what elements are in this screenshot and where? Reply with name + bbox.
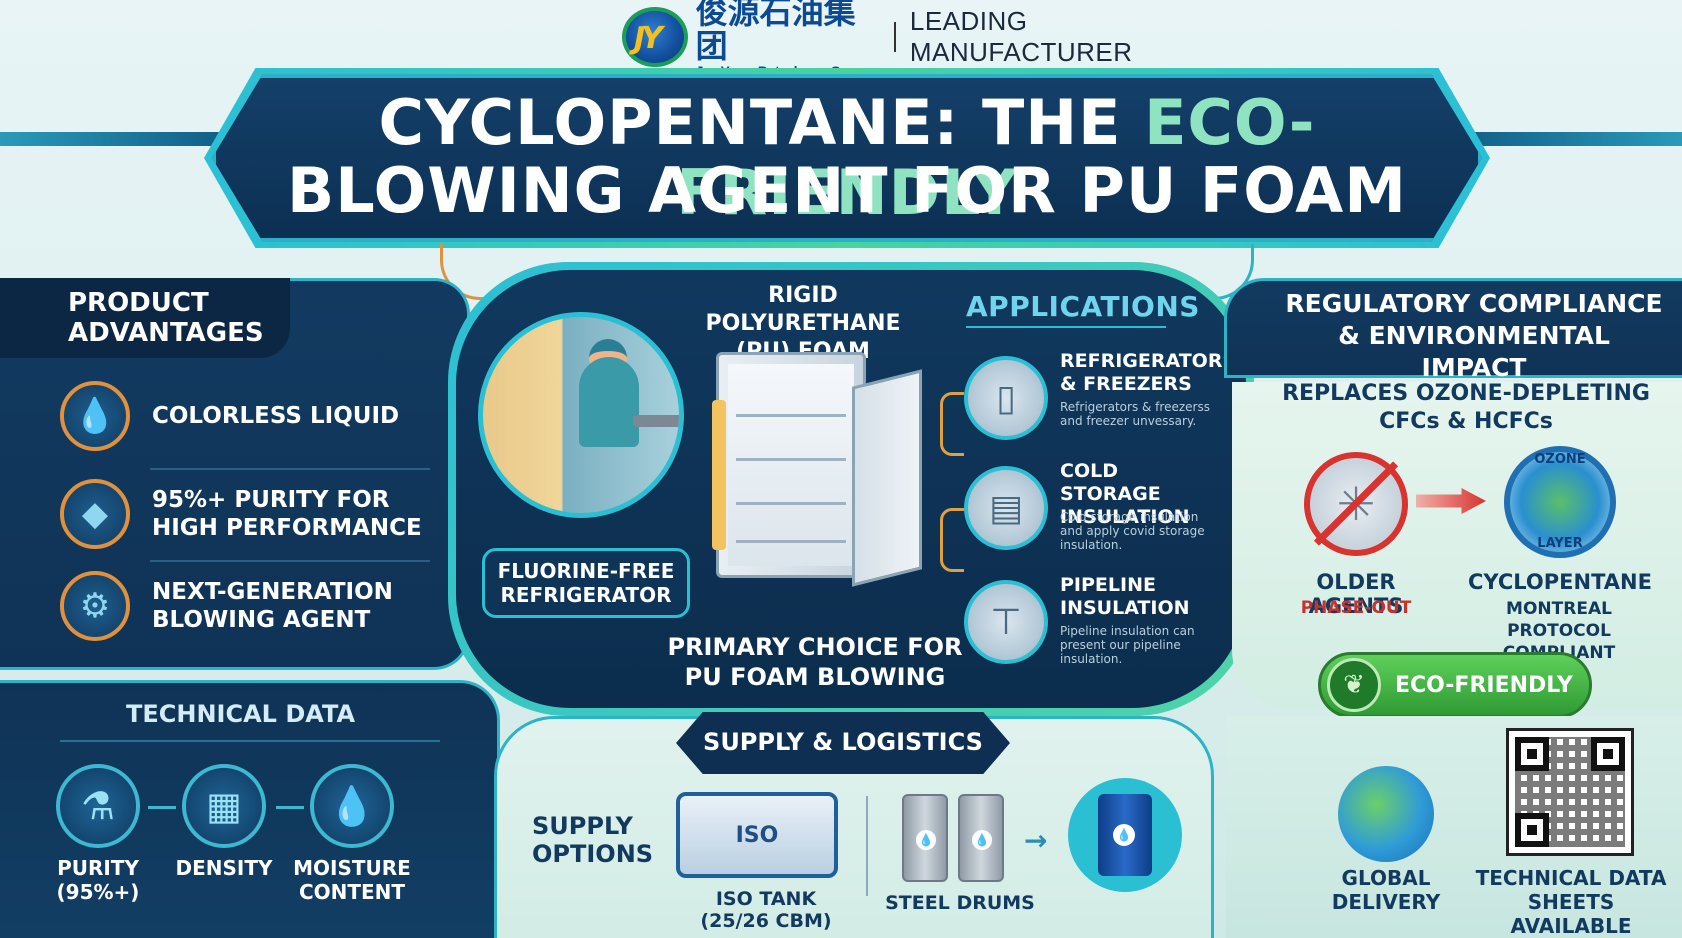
- arrow-right-icon: →: [1024, 824, 1048, 857]
- regulatory-panel-header: [1224, 278, 1682, 378]
- application-refrigerators: ▯ REFRIGERATORS& FREEZERS Refrigerators …: [964, 350, 1236, 450]
- supply-logistics-heading: SUPPLY & LOGISTICS: [703, 728, 983, 756]
- fridge-icon: ▯: [964, 356, 1048, 440]
- pipe-icon: ⊤: [964, 580, 1048, 664]
- layer-label: LAYER: [1537, 536, 1583, 551]
- refrigerator-door: [852, 369, 922, 587]
- steel-drum-icon: 💧: [902, 794, 948, 882]
- phase-out-label: PHASE-OUT: [1300, 598, 1412, 618]
- droplet-icon: 💧: [310, 764, 394, 848]
- older-agents-label: OLDER AGENTS: [1308, 570, 1404, 618]
- tech-item-density: ▦ DENSITY: [164, 764, 284, 880]
- fridge-shelf: [736, 540, 846, 543]
- flask-icon: ⚗: [56, 764, 140, 848]
- supply-logistics-tab: [676, 712, 1010, 774]
- montreal-protocol-label: MONTREAL PROTOCOLCOMPLIANT: [1503, 599, 1615, 663]
- application-connector: [940, 392, 964, 456]
- logo-text: 俊源石油集团 JunYuan Petroleum Group: [696, 0, 880, 79]
- qr-finder: [1515, 737, 1549, 771]
- cyclopentane-label: CYCLOPENTANE: [1468, 570, 1652, 594]
- applications-heading: APPLICATIONS: [966, 290, 1200, 323]
- company-logo: JY 俊源石油集团 JunYuan Petroleum Group LEADIN…: [622, 0, 1244, 79]
- application-connector: [940, 508, 964, 572]
- advantage-divider: [150, 468, 430, 470]
- eco-friendly-badge: ❦ ECO-FRIENDLY: [1318, 652, 1592, 718]
- technical-data-divider: [60, 740, 440, 742]
- title-accent-bar-left: [0, 132, 240, 146]
- title-highlight: ECO-FRIENDLY: [676, 86, 1316, 229]
- logo-mark-icon: JY: [622, 7, 688, 67]
- diamond-icon: ◆: [60, 479, 130, 549]
- qr-code[interactable]: [1506, 728, 1634, 856]
- foam-insulation-layer: [712, 400, 726, 550]
- tech-connector: [276, 806, 304, 809]
- gear-icon: ⚙: [60, 571, 130, 641]
- refrigerator-interior: [728, 364, 854, 566]
- tech-item-purity: ⚗ PURITY(95%+): [38, 764, 158, 904]
- spray-gun-icon: [633, 415, 679, 427]
- fridge-shelf: [736, 458, 846, 461]
- leaf-icon: ❦: [1327, 658, 1381, 712]
- tagline: LEADING MANUFACTURER: [909, 6, 1133, 67]
- page-title-line-1: CYCLOPENTANE: THE ECO-FRIENDLY: [378, 86, 1316, 229]
- regulatory-heading: REGULATORY COMPLIANCE& ENVIRONMENTAL IMP…: [1285, 289, 1663, 382]
- iso-tank-label: ISO TANK(25/26 CBM): [700, 888, 832, 932]
- header-divider: [893, 22, 896, 52]
- title-banner: [212, 74, 1482, 242]
- cube-icon: ▦: [182, 764, 266, 848]
- technical-data-heading: TECHNICAL DATA: [126, 700, 356, 728]
- supply-divider: [866, 796, 868, 896]
- iso-tank-icon: ISO: [676, 792, 838, 878]
- tech-connector: [148, 806, 176, 809]
- ozone-label: OZONE: [1534, 452, 1586, 467]
- droplet-icon: 💧: [60, 381, 130, 451]
- steel-drums-label: STEEL DRUMS: [885, 892, 1035, 914]
- company-name-cn: 俊源石油集团: [695, 0, 856, 65]
- connector-line-left: [440, 244, 500, 300]
- worker-body: [579, 357, 639, 447]
- blue-drum-icon: 💧: [1098, 794, 1152, 876]
- qr-finder: [1515, 813, 1549, 847]
- advantages-header: [0, 278, 290, 358]
- advantage-divider: [150, 560, 430, 562]
- advantage-colorless: 💧 COLORLESS LIQUID: [60, 376, 440, 456]
- qr-finder: [1591, 737, 1625, 771]
- globe-icon: [1338, 766, 1434, 862]
- page-title-line-2: BLOWING AGENT FOR PU FOAM: [287, 154, 1407, 227]
- worker-spraying-foam-illustration: [478, 312, 684, 518]
- fridge-shelf: [736, 414, 846, 417]
- cold-storage-icon: ▤: [964, 466, 1048, 550]
- applications-underline: [966, 326, 1166, 328]
- ozone-layer-globe-icon: [1504, 446, 1616, 558]
- title-accent-bar-right: [1440, 132, 1682, 146]
- fridge-shelf: [736, 502, 846, 505]
- steel-drum-icon: 💧: [958, 794, 1004, 882]
